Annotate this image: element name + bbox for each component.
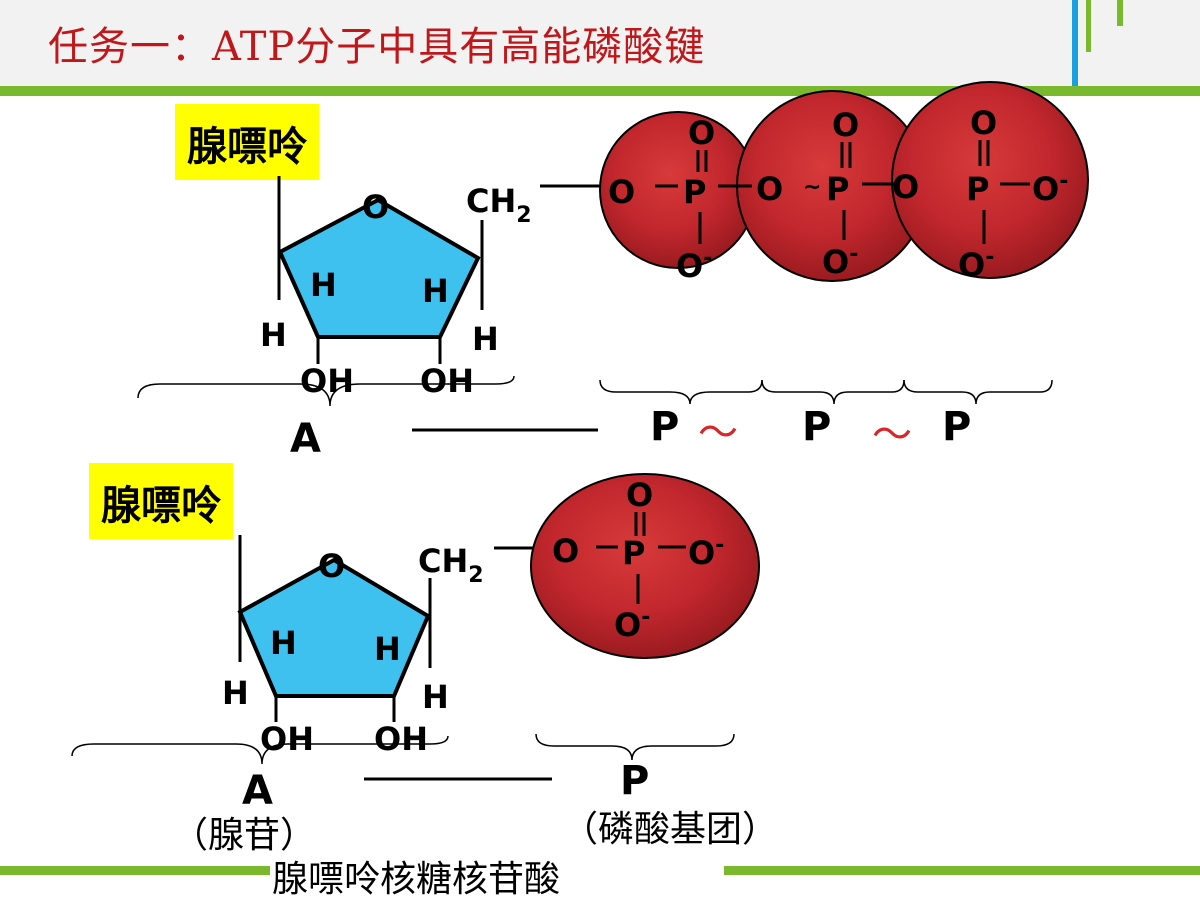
adenine-label-bottom: 腺嘌呤 bbox=[89, 463, 233, 539]
corner-bar-green bbox=[1086, 0, 1091, 52]
svg-text:P: P bbox=[622, 534, 645, 572]
footer-green-rule-right bbox=[724, 866, 1200, 875]
page-title: 任务一：ATP分子中具有高能磷酸键 bbox=[48, 24, 706, 70]
svg-text:O: O bbox=[608, 173, 635, 211]
h-label-top-4: H bbox=[472, 320, 499, 358]
svg-text:O-: O- bbox=[1032, 169, 1068, 208]
adenosine-label: （腺苷） bbox=[172, 815, 317, 856]
svg-text:O: O bbox=[756, 170, 783, 208]
corner-bar-blue bbox=[1072, 0, 1078, 86]
h-label-top-1: H bbox=[260, 316, 287, 354]
svg-text:P: P bbox=[966, 170, 989, 208]
brace-p3-top bbox=[903, 379, 1053, 405]
svg-text:O: O bbox=[688, 114, 715, 152]
phosphate-group-bottom: O O P O- O- bbox=[552, 476, 724, 644]
high-energy-bond-1: ～ bbox=[698, 410, 738, 456]
h-label-top-3: H bbox=[422, 272, 449, 310]
bracket-p3-top: P bbox=[942, 404, 971, 450]
phosphate-group-2: O ~ O P O- bbox=[756, 106, 894, 281]
ch2-top: CH2 bbox=[466, 182, 532, 228]
nucleotide-name: 腺嘌呤核糖核苷酸 bbox=[272, 859, 561, 900]
ring-oxygen-bottom: O bbox=[318, 547, 345, 585]
bracket-p1-top: P bbox=[650, 404, 679, 450]
h-label-bottom-3: H bbox=[374, 630, 401, 668]
brace-a-top bbox=[137, 375, 515, 407]
svg-text:O-: O- bbox=[614, 605, 650, 644]
high-energy-bond-2: ～ bbox=[872, 412, 912, 458]
brace-p-bottom bbox=[535, 733, 735, 761]
adenine-label-top: 腺嘌呤 bbox=[175, 104, 319, 180]
svg-text:O: O bbox=[892, 168, 919, 206]
header-green-rule bbox=[0, 86, 1200, 96]
footer-green-rule-left bbox=[0, 866, 270, 875]
svg-text:O: O bbox=[552, 532, 579, 570]
bracket-a-bottom: A bbox=[242, 768, 273, 814]
svg-text:O: O bbox=[832, 106, 859, 144]
svg-text:O: O bbox=[626, 476, 653, 514]
bracket-p2-top: P bbox=[802, 404, 831, 450]
ribose-bottom bbox=[237, 535, 550, 722]
header-band bbox=[0, 0, 1200, 86]
ch2-bottom: CH2 bbox=[418, 542, 484, 588]
svg-text:O-: O- bbox=[676, 246, 712, 285]
ring-oxygen-top: O bbox=[362, 188, 389, 226]
h-label-bottom-1: H bbox=[222, 674, 249, 712]
svg-text:P: P bbox=[683, 173, 706, 211]
phosphate-group-3: O O P O- O- bbox=[892, 104, 1068, 284]
phosphate-group-1: O O P O- bbox=[608, 114, 752, 285]
brace-p1-top bbox=[599, 379, 763, 405]
svg-text:O: O bbox=[970, 104, 997, 142]
phosphate-ball-bottom bbox=[530, 473, 760, 659]
svg-text:~: ~ bbox=[803, 175, 821, 200]
h-label-bottom-2: H bbox=[270, 624, 297, 662]
h-label-bottom-4: H bbox=[422, 678, 449, 716]
ribose-top bbox=[277, 176, 610, 364]
oh-label-bottom-2: OH bbox=[374, 720, 428, 758]
svg-text:O-: O- bbox=[958, 245, 994, 284]
corner-bar-green-small bbox=[1117, 0, 1123, 26]
h-label-top-2: H bbox=[310, 266, 337, 304]
svg-text:P: P bbox=[826, 170, 849, 208]
svg-text:O-: O- bbox=[822, 242, 858, 281]
oh-label-top-2: OH bbox=[420, 362, 474, 400]
phosphate-group-label: （磷酸基团） bbox=[562, 809, 779, 850]
bracket-p-bottom: P bbox=[620, 758, 649, 804]
brace-a-bottom bbox=[71, 735, 449, 765]
bracket-a-top: A bbox=[290, 416, 321, 462]
svg-text:O-: O- bbox=[688, 533, 724, 572]
phosphate-ball-3 bbox=[891, 81, 1089, 279]
brace-p2-top bbox=[761, 379, 905, 405]
oh-label-bottom-1: OH bbox=[260, 720, 314, 758]
